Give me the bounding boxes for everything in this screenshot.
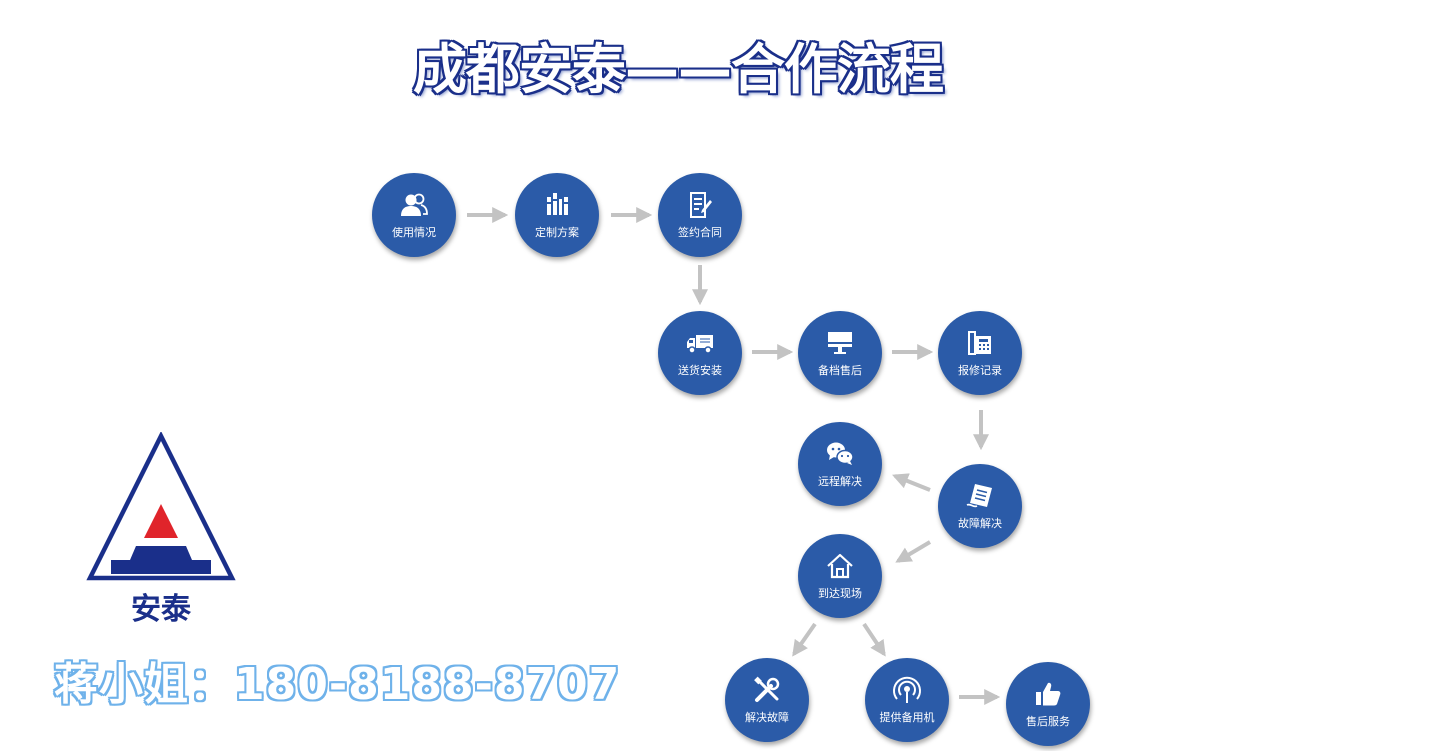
home-icon bbox=[827, 553, 853, 579]
document-icon bbox=[966, 484, 992, 508]
wechat-icon bbox=[827, 442, 854, 465]
antai-logo bbox=[86, 432, 236, 581]
signal-icon bbox=[893, 676, 921, 703]
page-title: 成都安泰——合作流程 bbox=[413, 38, 944, 101]
step-repair-record[interactable]: 报修记录 bbox=[938, 311, 1022, 395]
step-label: 解决故障 bbox=[745, 711, 789, 724]
step-spare-machine[interactable]: 提供备用机 bbox=[865, 658, 949, 742]
step-usage[interactable]: 使用情况 bbox=[372, 173, 456, 257]
step-sign-contract[interactable]: 签约合同 bbox=[658, 173, 742, 257]
step-label: 定制方案 bbox=[535, 226, 579, 239]
thumbs-up-icon bbox=[1036, 682, 1061, 706]
truck-icon bbox=[687, 335, 713, 354]
step-custom-plan[interactable]: 定制方案 bbox=[515, 173, 599, 257]
step-label: 远程解决 bbox=[818, 475, 862, 488]
step-label: 售后服务 bbox=[1026, 715, 1070, 728]
step-after-sales-service[interactable]: 售后服务 bbox=[1006, 662, 1090, 746]
step-remote-solve[interactable]: 远程解决 bbox=[798, 422, 882, 506]
step-label: 签约合同 bbox=[678, 226, 722, 239]
step-label: 报修记录 bbox=[958, 364, 1002, 377]
logo-text: 安泰 bbox=[131, 592, 191, 627]
step-label: 故障解决 bbox=[958, 517, 1002, 530]
arrow-9-11 bbox=[862, 622, 886, 657]
monitor-icon bbox=[828, 332, 852, 354]
phone-icon bbox=[968, 331, 991, 355]
step-filing-aftersales[interactable]: 备档售后 bbox=[798, 311, 882, 395]
tools-icon bbox=[754, 676, 780, 702]
step-fix-fault[interactable]: 解决故障 bbox=[725, 658, 809, 742]
arrow-8-7 bbox=[892, 473, 931, 492]
step-label: 送货安装 bbox=[678, 364, 722, 377]
contact-phone: 蒋小姐：180-8188-8707 bbox=[54, 659, 621, 710]
step-label: 提供备用机 bbox=[879, 711, 935, 724]
step-arrive-onsite[interactable]: 到达现场 bbox=[798, 534, 882, 618]
users-icon bbox=[401, 193, 428, 216]
arrow-9-10 bbox=[792, 622, 817, 657]
step-label: 到达现场 bbox=[818, 587, 862, 600]
step-label: 使用情况 bbox=[392, 226, 436, 239]
books-icon bbox=[547, 193, 568, 215]
step-delivery-install[interactable]: 送货安装 bbox=[658, 311, 742, 395]
arrow-8-9 bbox=[895, 540, 932, 563]
step-label: 备档售后 bbox=[818, 364, 862, 377]
step-fault-solve[interactable]: 故障解决 bbox=[938, 464, 1022, 548]
contract-icon bbox=[690, 192, 712, 218]
